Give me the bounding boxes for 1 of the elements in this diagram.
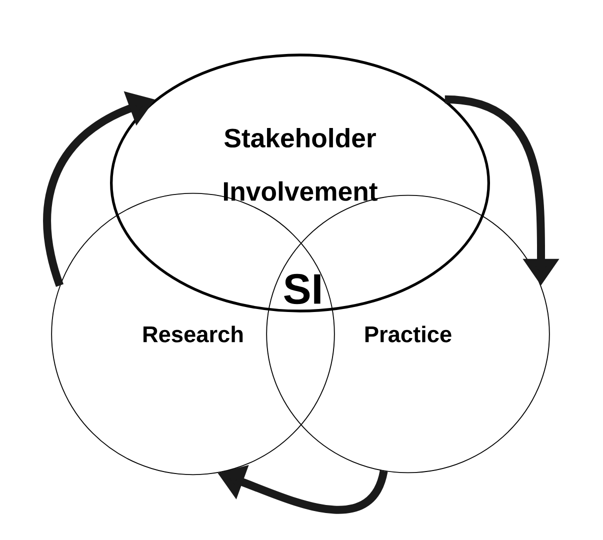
intersection-label: SI — [284, 274, 320, 304]
